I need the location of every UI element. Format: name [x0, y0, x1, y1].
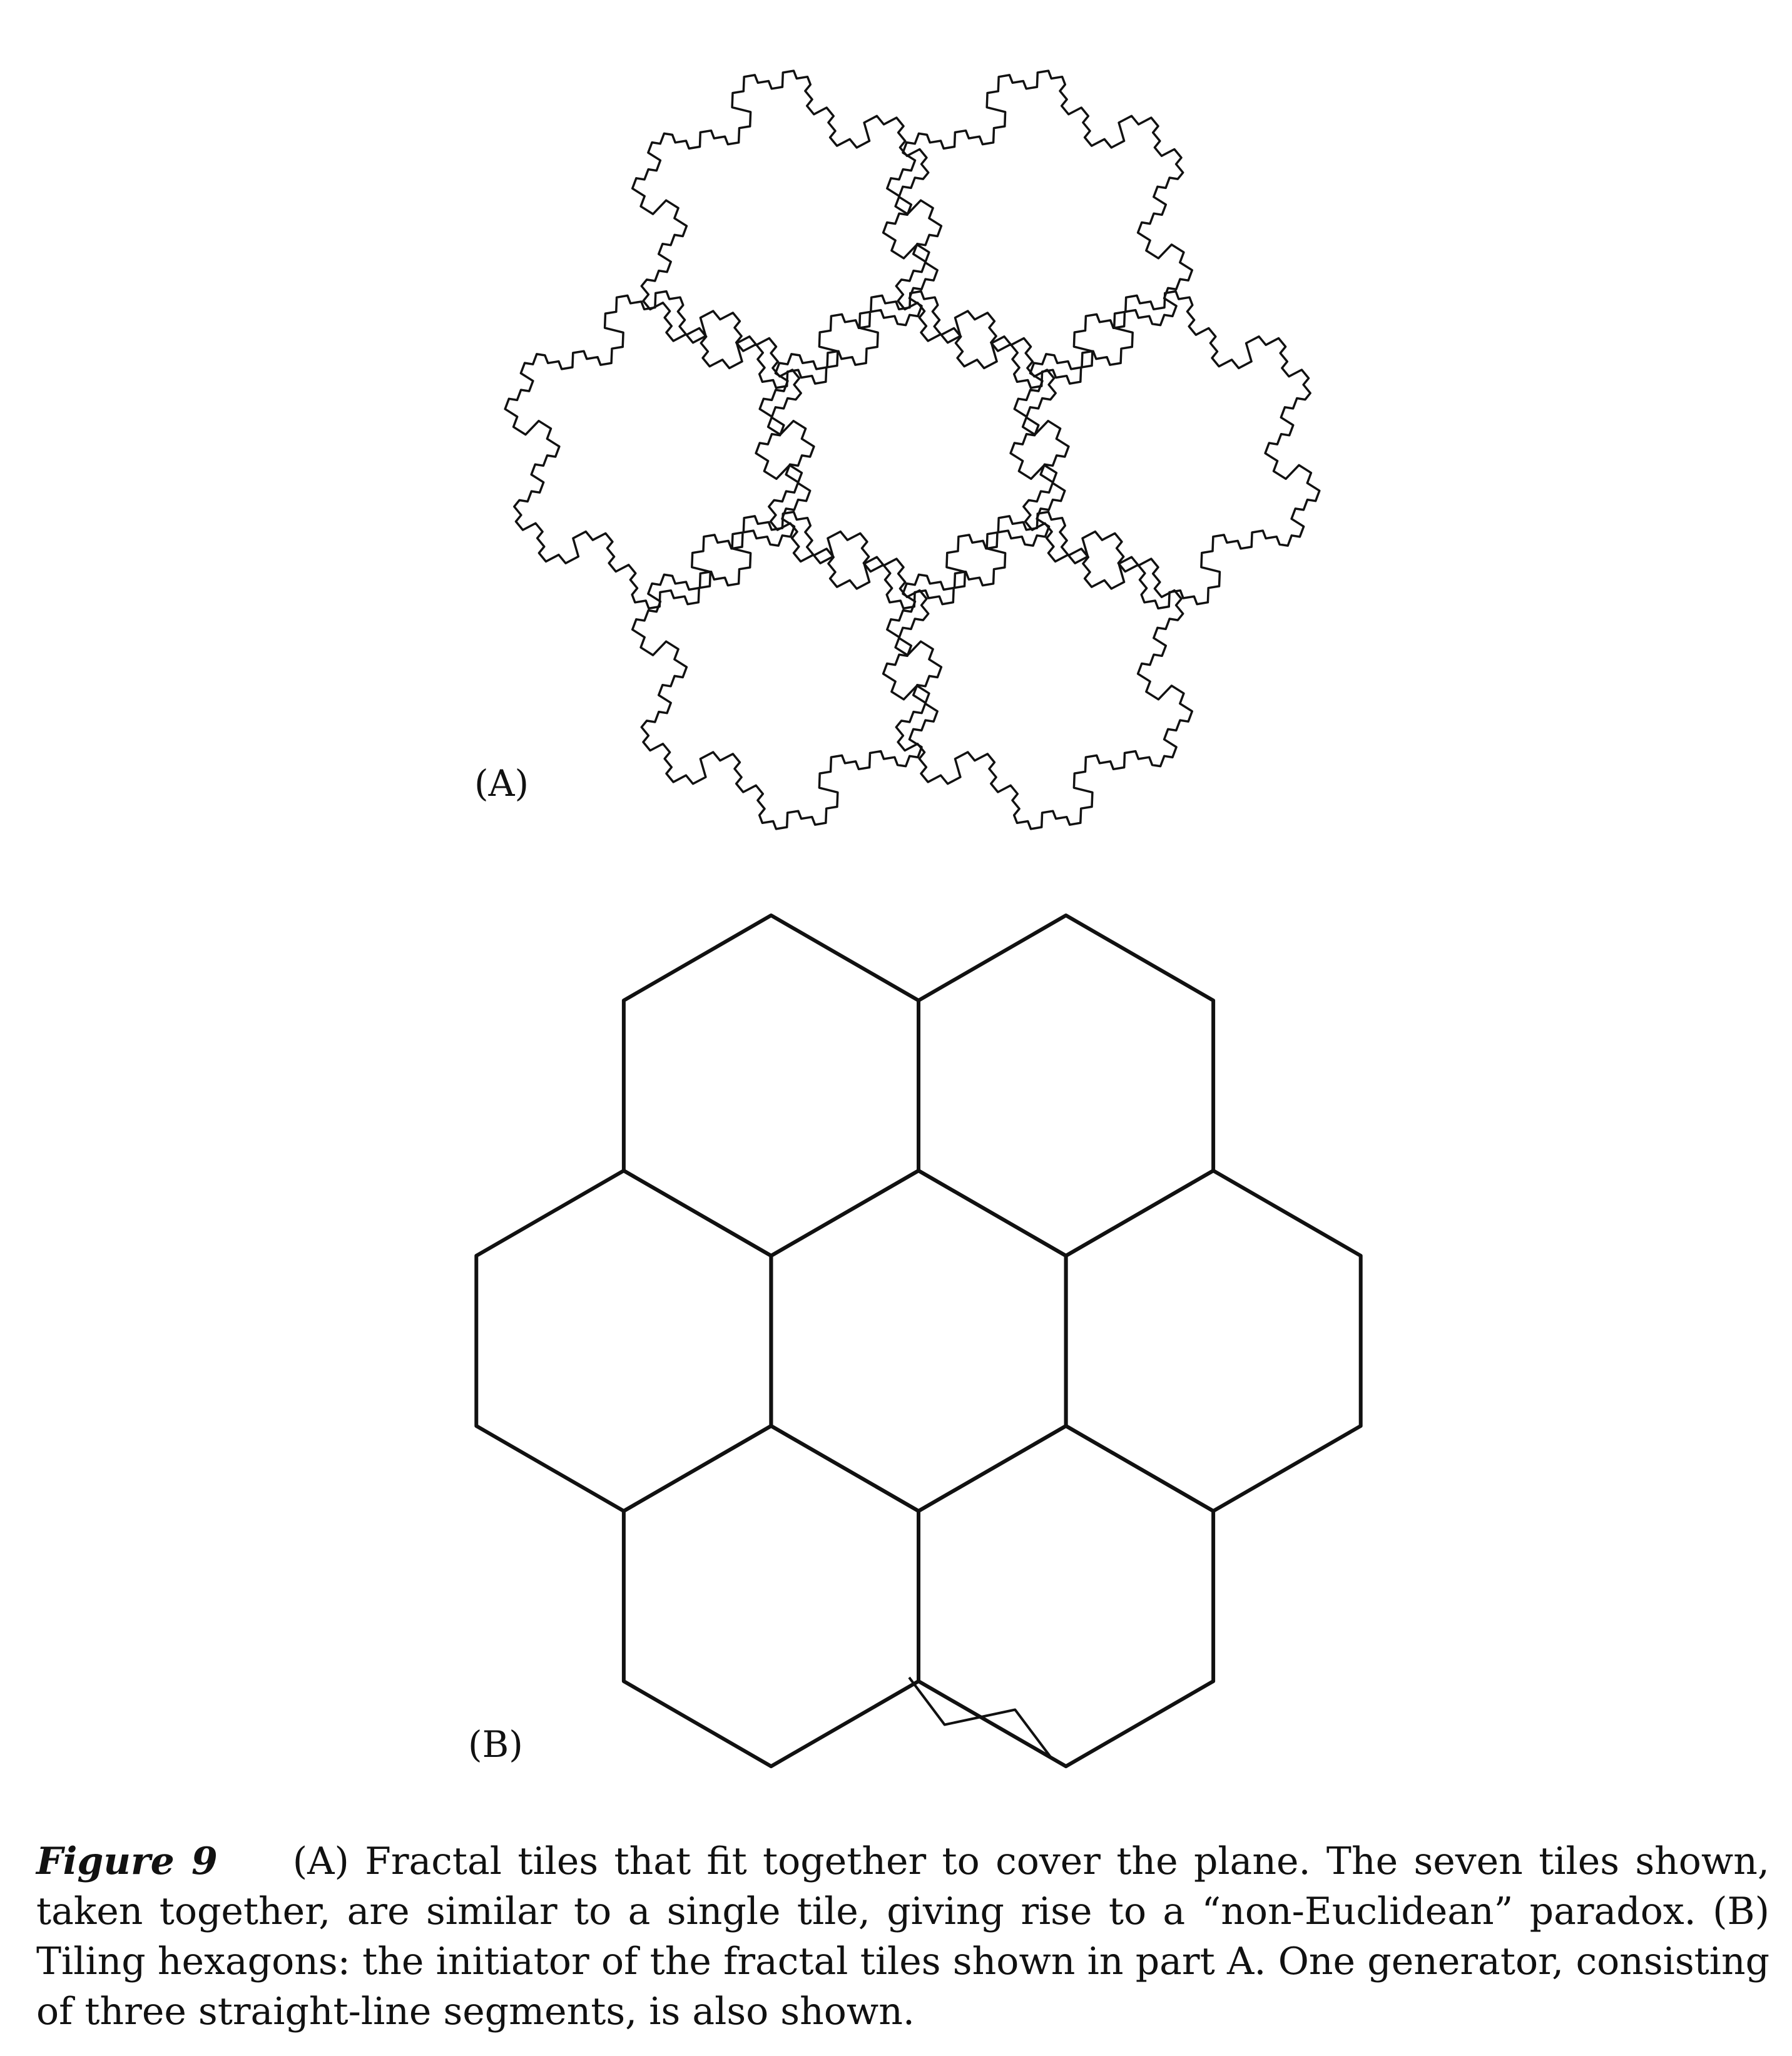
hexagon-tile: [1064, 1169, 1363, 1513]
fractal-tile: [758, 290, 1066, 610]
panel-b-label: (B): [468, 1723, 523, 1766]
hexagon-tile: [917, 913, 1216, 1258]
hexagon-tile: [917, 1424, 1216, 1768]
figure-caption: Figure 9(A) Fractal tiles that fit toget…: [36, 1836, 1769, 2037]
figure-diagram: (A) (B): [468, 69, 1363, 1768]
hexagon-tile: [621, 913, 920, 1258]
figure-number-label: Figure 9: [36, 1840, 218, 1883]
fractal-tile: [631, 69, 939, 389]
panel-b-hexagon-tiling: [474, 913, 1363, 1768]
hexagon-tile: [769, 1169, 1068, 1513]
generator-segments: [908, 1676, 1052, 1758]
fractal-tile: [886, 511, 1194, 830]
fractal-tile: [1013, 290, 1321, 610]
fractal-tile: [886, 69, 1194, 389]
fractal-tile: [504, 290, 812, 610]
hexagon-tile: [474, 1169, 773, 1513]
hexagon-tile: [621, 1424, 920, 1768]
panel-a-fractal-tiling: [504, 69, 1321, 830]
fractal-tile: [631, 511, 939, 830]
panel-a-label: (A): [474, 762, 529, 805]
figure-caption-text: (A) Fractal tiles that fit together to c…: [36, 1840, 1769, 2033]
